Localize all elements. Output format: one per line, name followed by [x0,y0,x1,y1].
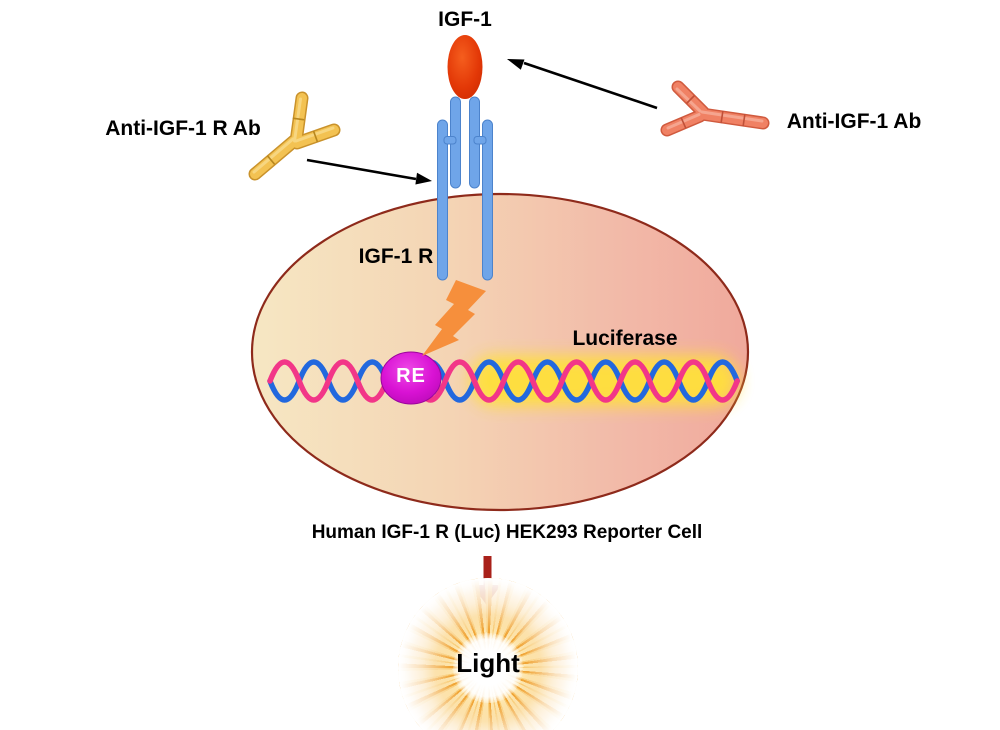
response-element-oval [380,351,442,405]
igf1-receptor-label: IGF-1 R [358,245,434,268]
receptor-beta-right [482,119,493,281]
salmon-y-antibody-icon [660,80,770,137]
anti-igf1-antibody-label: Anti-IGF-1 Ab [786,110,922,133]
yellow-y-antibody-icon [248,91,341,181]
starburst-icon [387,567,589,730]
light-label: Light [456,648,520,678]
receptor-beta-left [437,119,448,281]
receptor-bond-left [443,136,457,145]
igf1-ligand-label: IGF-1 [438,8,492,31]
arrow-to-ligand [507,59,658,110]
dna-pink-strand [267,359,740,403]
lightning-bolt-icon [422,280,486,356]
response-element-label: RE [396,365,426,387]
luciferase-label: Luciferase [572,327,678,350]
anti-igf1r-antibody-label: Anti-IGF-1 R Ab [105,117,261,140]
receptor-bond-right [473,136,487,145]
cell-caption: Human IGF-1 R (Luc) HEK293 Reporter Cell [311,522,703,543]
starburst-core [453,633,523,703]
reporter-cell-ellipse [250,192,750,512]
red-oval-ligand-icon [447,35,483,99]
blue-transmembrane-receptor-icon [437,96,493,281]
arrow-to-receptor [306,158,432,185]
dna-double-helix-icon [267,359,740,403]
